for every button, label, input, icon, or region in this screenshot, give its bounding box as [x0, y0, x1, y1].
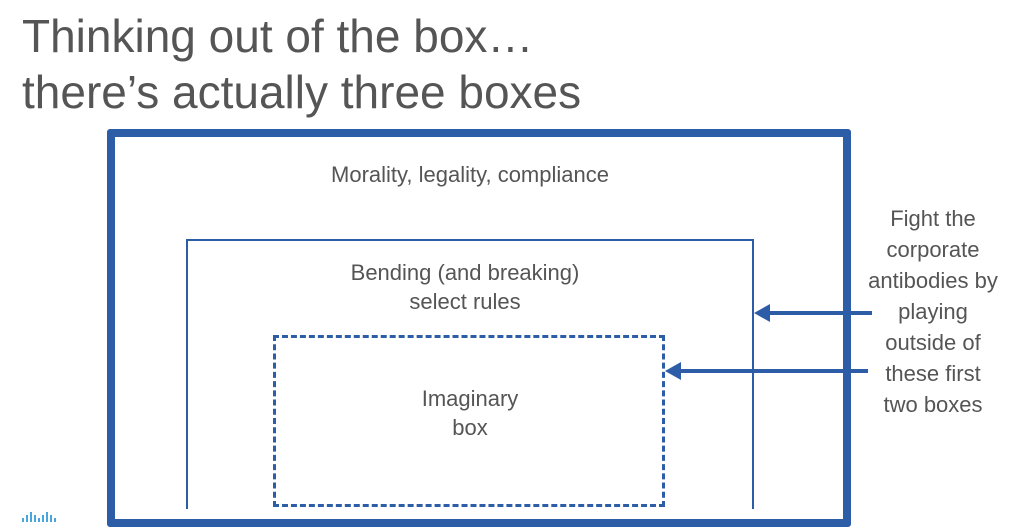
- middle-box-label-line-2: select rules: [409, 289, 521, 314]
- inner-box-label-line-1: Imaginary: [421, 386, 519, 411]
- outer-box: [107, 129, 851, 527]
- side-note-line-7: two boxes: [883, 392, 983, 417]
- inner-box-label: Imaginary box: [360, 384, 580, 442]
- middle-box-label-line-1: Bending (and breaking): [350, 260, 580, 285]
- middle-box-label: Bending (and breaking) select rules: [260, 258, 670, 316]
- inner-box-label-line-2: box: [452, 415, 488, 440]
- side-note-line-5: outside of: [885, 330, 981, 355]
- slide-title: Thinking out of the box… there’s actuall…: [22, 8, 581, 120]
- side-note-line-6: these first: [885, 361, 981, 386]
- inner-dashed-box: [273, 335, 665, 507]
- side-note-line-2: corporate: [886, 237, 980, 262]
- cisco-logo-icon: [22, 512, 56, 522]
- side-note-line-4: playing: [898, 299, 968, 324]
- side-note-line-1: Fight the: [890, 206, 976, 231]
- side-note-line-3: antibodies by: [868, 268, 998, 293]
- outer-box-label: Morality, legality, compliance: [250, 160, 690, 189]
- side-note: Fight the corporate antibodies by playin…: [846, 203, 1020, 420]
- middle-box: [186, 239, 754, 509]
- outer-box-label-line-1: Morality, legality, compliance: [331, 162, 609, 187]
- slide-title-line-1: Thinking out of the box…: [22, 10, 534, 62]
- slide-title-line-2: there’s actually three boxes: [22, 66, 582, 118]
